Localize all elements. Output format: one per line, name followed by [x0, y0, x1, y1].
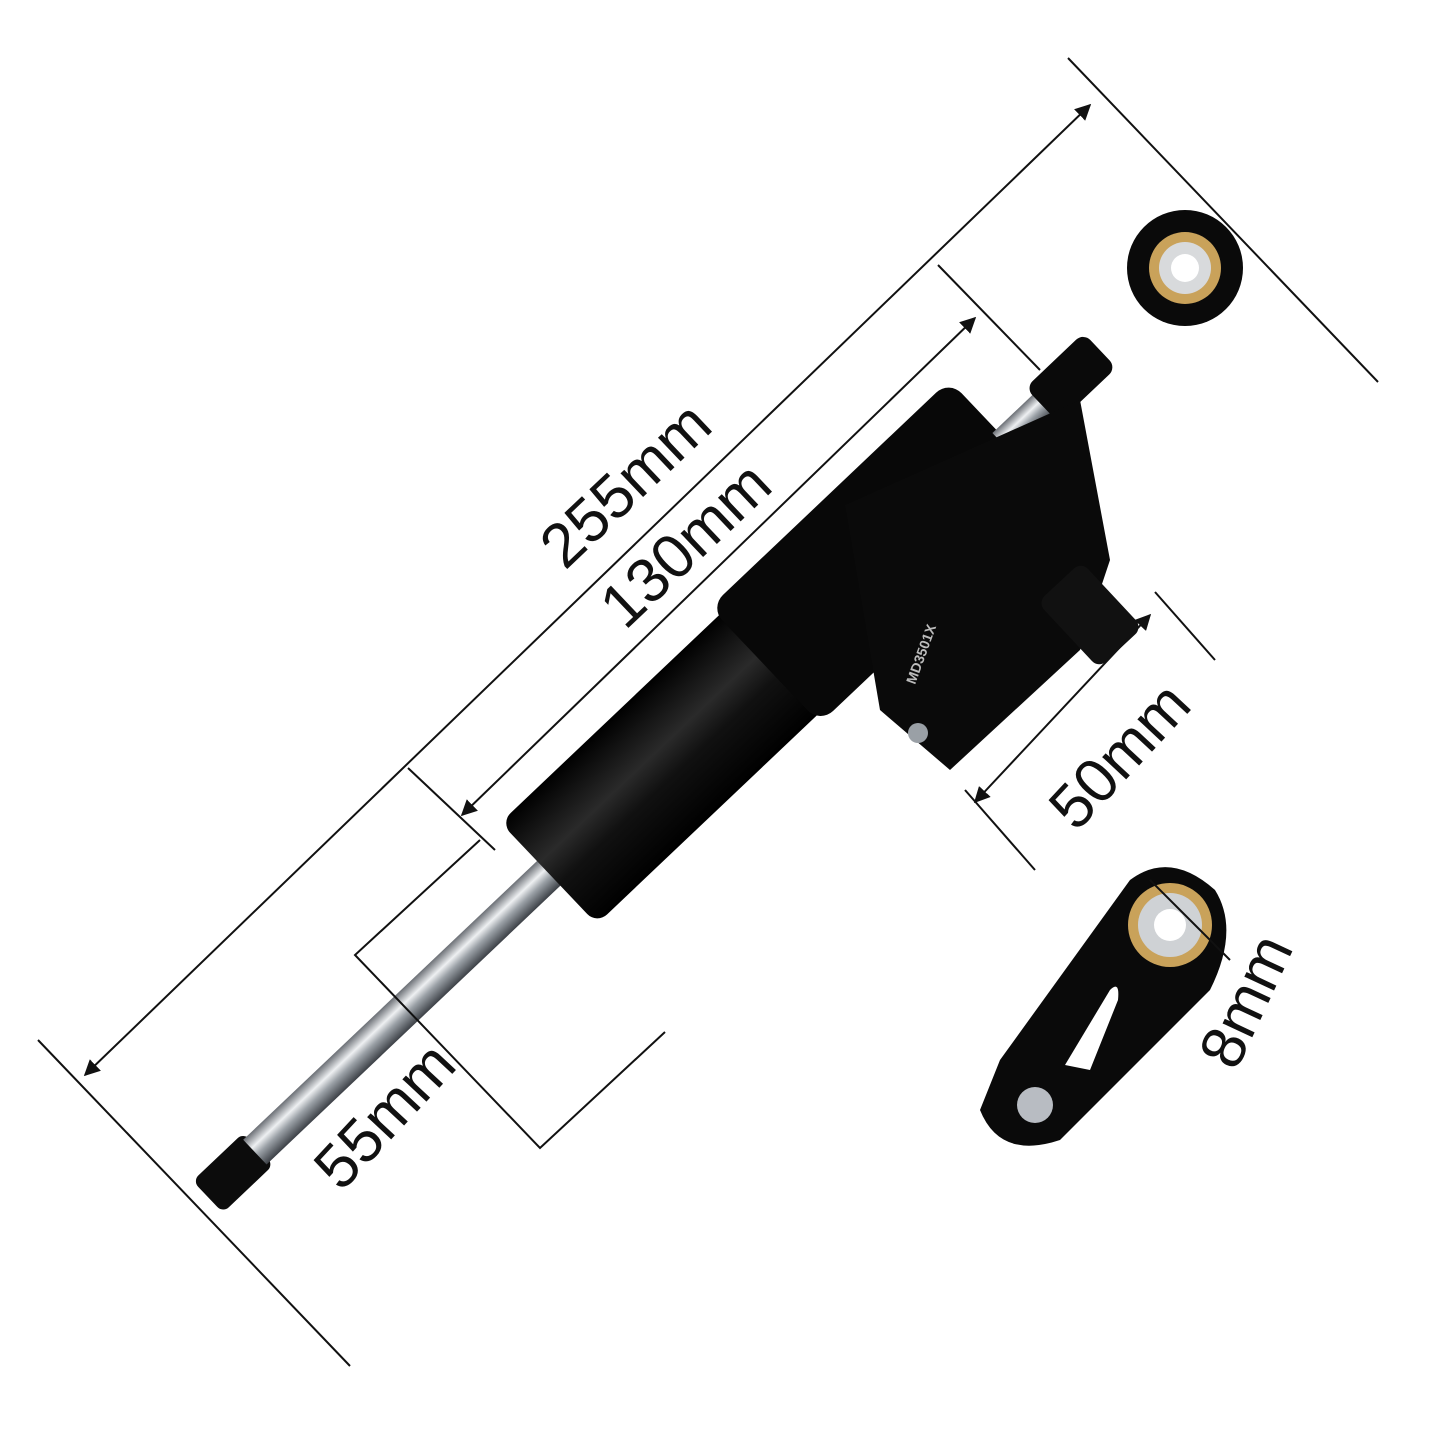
- label-reservoir: 50mm: [1036, 669, 1204, 842]
- label-stroke: 55mm: [301, 1029, 469, 1202]
- dimension-lines: [37, 57, 1379, 1367]
- rod-eye: [1127, 210, 1243, 326]
- end-cap: [195, 1136, 271, 1210]
- mounting-bracket: [980, 867, 1227, 1146]
